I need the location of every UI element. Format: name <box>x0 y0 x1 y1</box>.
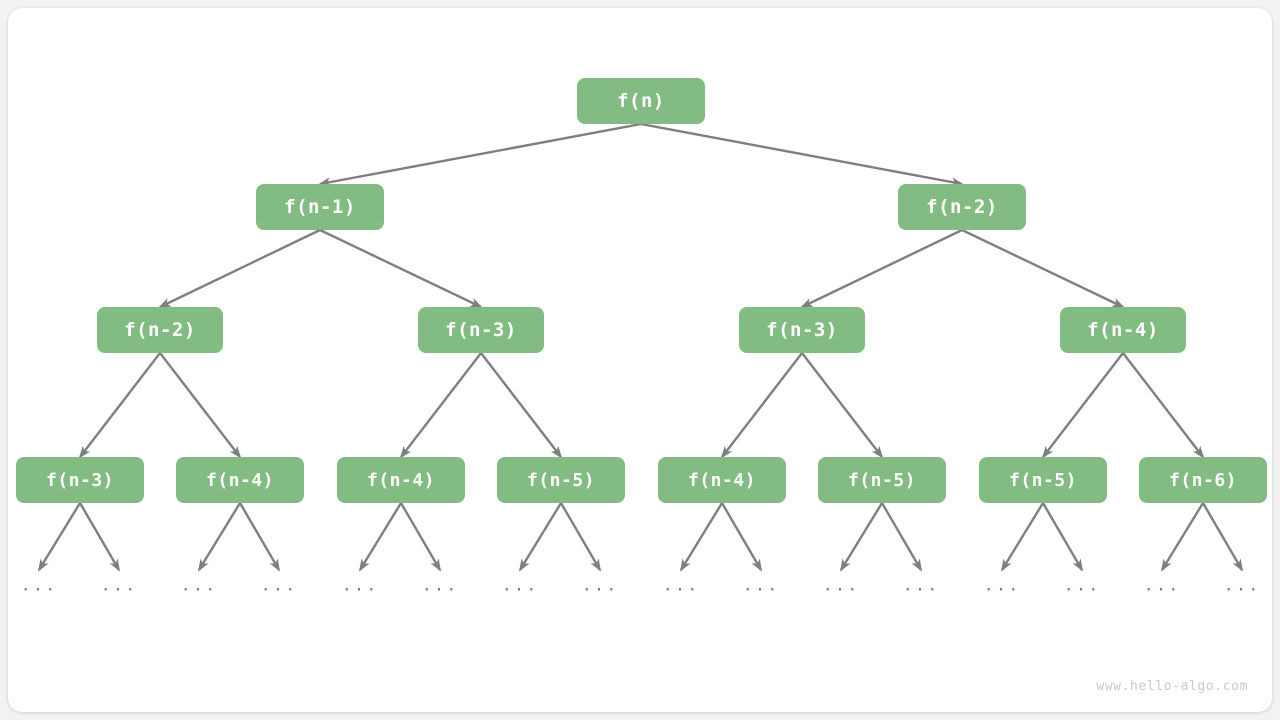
tree-node: f(n-2) <box>97 307 223 353</box>
tree-edge <box>1000 502 1045 572</box>
tree-node: f(n-4) <box>337 457 465 503</box>
tree-edge <box>559 502 602 572</box>
tree-edge <box>480 352 563 459</box>
tree-edge <box>78 352 161 459</box>
ellipsis-marker: ... <box>341 575 379 596</box>
tree-edge <box>1201 502 1244 572</box>
tree-edge <box>961 228 1125 309</box>
ellipsis-marker: ... <box>1223 575 1261 596</box>
ellipsis-marker: ... <box>20 575 58 596</box>
tree-edge <box>518 502 563 572</box>
ellipsis-marker: ... <box>421 575 459 596</box>
tree-node: f(n-1) <box>256 184 384 230</box>
tree-edge <box>800 228 963 309</box>
diagram-card: f(n) f(n-1) f(n-2) f(n-2) f(n-3) f(n-3) f(n-4)… <box>8 8 1272 712</box>
tree-node: f(n-3) <box>16 457 144 503</box>
tree-node: f(n-3) <box>418 307 544 353</box>
tree-edge <box>78 502 121 572</box>
tree-node: f(n) <box>577 78 705 124</box>
ellipsis-marker: ... <box>662 575 700 596</box>
ellipsis-marker: ... <box>1143 575 1181 596</box>
ellipsis-marker: ... <box>180 575 218 596</box>
watermark: www.hello-algo.com <box>1096 679 1248 694</box>
tree-edge <box>238 502 281 572</box>
ellipsis-marker: ... <box>1063 575 1101 596</box>
tree-edge <box>399 502 442 572</box>
diagram-stage: f(n) f(n-1) f(n-2) f(n-2) f(n-3) f(n-3) f(n-4)… <box>8 8 1272 712</box>
tree-edge <box>640 122 964 187</box>
ellipsis-marker: ... <box>260 575 298 596</box>
ellipsis-marker: ... <box>983 575 1021 596</box>
tree-node: f(n-4) <box>658 457 786 503</box>
tree-node: f(n-2) <box>898 184 1026 230</box>
ellipsis-marker: ... <box>742 575 780 596</box>
tree-edge <box>720 502 763 572</box>
tree-edge <box>839 502 884 572</box>
tree-edge <box>159 352 242 459</box>
tree-edge <box>720 352 803 459</box>
tree-edge <box>197 502 242 572</box>
tree-edge <box>319 228 483 309</box>
tree-edge <box>158 228 321 309</box>
tree-edge <box>801 352 884 459</box>
tree-edge <box>880 502 923 572</box>
tree-edge <box>1041 502 1084 572</box>
tree-edge <box>358 502 403 572</box>
tree-edge <box>1160 502 1205 572</box>
tree-edge <box>679 502 724 572</box>
tree-node: f(n-5) <box>818 457 946 503</box>
tree-node: f(n-5) <box>497 457 625 503</box>
tree-edge <box>318 122 642 187</box>
tree-node: f(n-4) <box>176 457 304 503</box>
ellipsis-marker: ... <box>501 575 539 596</box>
tree-edge <box>399 352 482 459</box>
tree-node: f(n-3) <box>739 307 865 353</box>
tree-edge <box>37 502 82 572</box>
tree-edge <box>1041 352 1124 459</box>
ellipsis-marker: ... <box>581 575 619 596</box>
tree-node: f(n-6) <box>1139 457 1267 503</box>
tree-edge <box>1122 352 1205 459</box>
tree-node: f(n-5) <box>979 457 1107 503</box>
tree-node: f(n-4) <box>1060 307 1186 353</box>
ellipsis-marker: ... <box>902 575 940 596</box>
ellipsis-marker: ... <box>100 575 138 596</box>
ellipsis-marker: ... <box>822 575 860 596</box>
